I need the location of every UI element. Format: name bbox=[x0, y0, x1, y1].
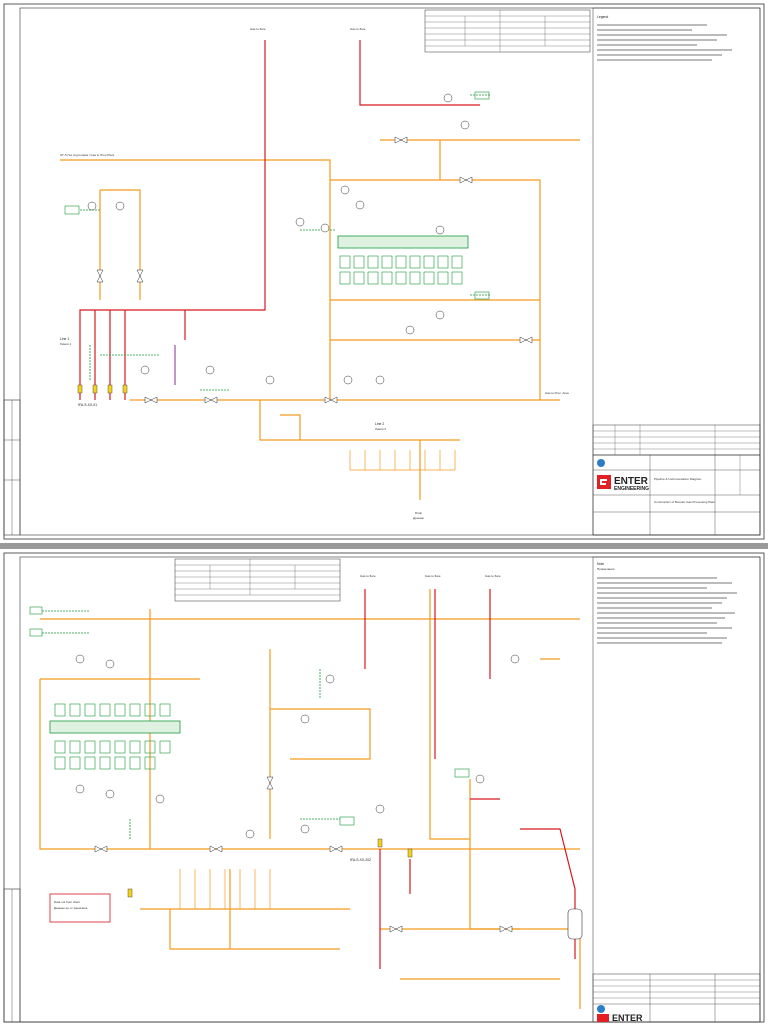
green-signal-lines bbox=[80, 94, 490, 391]
drain-tag-1: Drain bbox=[415, 511, 423, 515]
line-label-a: Line 1 bbox=[60, 337, 69, 341]
manifold-block bbox=[337, 235, 469, 249]
enter-logo-icon bbox=[597, 475, 611, 489]
svg-text:Gas to flare: Gas to flare bbox=[485, 574, 501, 578]
notes-text-1 bbox=[597, 24, 732, 61]
svg-text:Gas to flare: Gas to flare bbox=[250, 27, 266, 31]
pid-diagram-1: ENTER ENGINEERING Pipeline & Instrumenta… bbox=[3, 3, 765, 540]
legend-title-1: Legend bbox=[597, 15, 608, 19]
svg-text:Gas to flare: Gas to flare bbox=[360, 574, 376, 578]
drawing-sheet-2: Note Примечания bbox=[0, 549, 768, 1024]
revision-table-1 bbox=[592, 424, 761, 456]
title-block-1 bbox=[592, 454, 761, 536]
drawing-sheet-1: ENTER ENGINEERING Pipeline & Instrumenta… bbox=[0, 0, 768, 543]
client-logo-icon bbox=[597, 1005, 605, 1013]
header-table-1 bbox=[424, 9, 591, 53]
vessel bbox=[567, 908, 583, 940]
title-block-2 bbox=[592, 973, 761, 1023]
svg-text:ОГ-5 Газ подготовка / Gas to P: ОГ-5 Газ подготовка / Gas to Prep Plant bbox=[60, 153, 114, 157]
svg-text:Дренаж: Дренаж bbox=[413, 516, 424, 520]
logo-text-1: ENTER bbox=[614, 476, 649, 487]
doc-title-1: Pipeline & Instrumentation Diagram bbox=[654, 477, 702, 481]
client-logo-icon bbox=[597, 459, 605, 467]
svg-text:Gas to Proc. Area: Gas to Proc. Area bbox=[545, 391, 569, 395]
area-tag-2: IFA-S-XX-202 bbox=[350, 858, 371, 862]
area-tag-1: IFA-S-XX-01 bbox=[78, 403, 97, 407]
logo-text-2: ENGINEERING bbox=[614, 486, 649, 492]
svg-text:Gas to flare: Gas to flare bbox=[425, 574, 441, 578]
header-table-2 bbox=[174, 558, 341, 602]
note-box bbox=[49, 893, 111, 923]
instrument-bubble-icon bbox=[75, 654, 520, 839]
line-label-b: Line 2 bbox=[375, 422, 384, 426]
instrument-bubble-icon bbox=[87, 93, 470, 385]
svg-text:Gas to flare: Gas to flare bbox=[350, 27, 366, 31]
legend-title-2: Note bbox=[597, 562, 604, 566]
svg-text:Примечания: Примечания bbox=[597, 567, 615, 571]
svg-text:Линия 2: Линия 2 bbox=[375, 427, 386, 431]
svg-text:Данные не от заказчика: Данные не от заказчика bbox=[54, 906, 88, 910]
red-flare-lines-2 bbox=[364, 589, 576, 969]
project-title-1: Construction of Booster Gas Processing P… bbox=[654, 500, 715, 504]
svg-text:Линия 1: Линия 1 bbox=[60, 342, 71, 346]
enter-logo-icon bbox=[597, 1014, 609, 1022]
valve-icon bbox=[94, 776, 513, 933]
logo-text-3: ENTER bbox=[612, 1013, 643, 1023]
svg-text:Data not from client: Data not from client bbox=[54, 900, 80, 904]
pid-diagram-2: Note Примечания bbox=[3, 552, 765, 1023]
valve-icon bbox=[96, 136, 533, 404]
orange-process-lines bbox=[60, 139, 580, 500]
manifold-block-2 bbox=[49, 720, 181, 734]
